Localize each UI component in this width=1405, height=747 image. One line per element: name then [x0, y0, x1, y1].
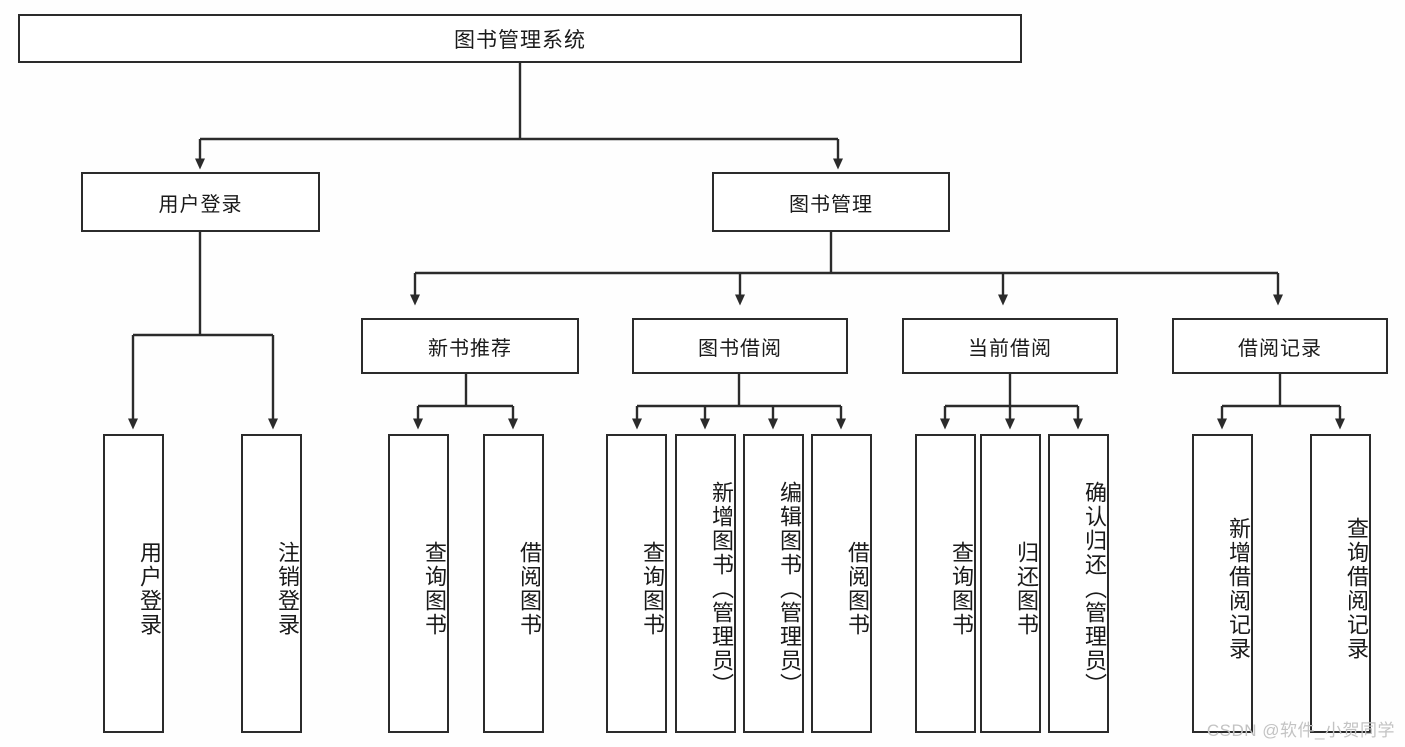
watermark: CSDN @软件_小贺同学 — [1206, 721, 1395, 740]
leaf-label: 注销登录 — [275, 540, 300, 637]
leaf-query-book-recommend[interactable]: 查询图书 — [388, 434, 449, 733]
leaf-user-login[interactable]: 用户登录 — [103, 434, 164, 733]
leaf-label: 借阅图书 — [845, 540, 870, 637]
leaf-label: 查询借阅记录 — [1344, 516, 1369, 661]
leaf-label: 新增图书（管理员） — [709, 480, 734, 697]
leaf-query-book-borrow[interactable]: 查询图书 — [606, 434, 667, 733]
node-book-borrow[interactable]: 图书借阅 — [632, 318, 848, 374]
leaf-label: 确认归还（管理员） — [1082, 480, 1107, 697]
leaf-add-borrow-record[interactable]: 新增借阅记录 — [1192, 434, 1253, 733]
leaf-return-book[interactable]: 归还图书 — [980, 434, 1041, 733]
node-current-borrow[interactable]: 当前借阅 — [902, 318, 1118, 374]
leaf-confirm-return-admin[interactable]: 确认归还（管理员） — [1048, 434, 1109, 733]
leaf-label: 查询图书 — [422, 540, 447, 637]
leaf-query-borrow-record[interactable]: 查询借阅记录 — [1310, 434, 1371, 733]
leaf-label: 查询图书 — [640, 540, 665, 637]
leaf-label: 归还图书 — [1014, 540, 1039, 637]
node-root[interactable]: 图书管理系统 — [18, 14, 1022, 63]
leaf-logout[interactable]: 注销登录 — [241, 434, 302, 733]
leaf-label: 借阅图书 — [517, 540, 542, 637]
leaf-label: 编辑图书（管理员） — [777, 480, 802, 697]
leaf-borrow-book-recommend[interactable]: 借阅图书 — [483, 434, 544, 733]
node-book-management[interactable]: 图书管理 — [712, 172, 950, 232]
leaf-label: 用户登录 — [137, 540, 162, 637]
leaf-query-book-current[interactable]: 查询图书 — [915, 434, 976, 733]
leaf-borrow-book[interactable]: 借阅图书 — [811, 434, 872, 733]
leaf-label: 查询图书 — [949, 540, 974, 637]
leaf-label: 新增借阅记录 — [1226, 516, 1251, 661]
leaf-edit-book-admin[interactable]: 编辑图书（管理员） — [743, 434, 804, 733]
node-borrow-record[interactable]: 借阅记录 — [1172, 318, 1388, 374]
node-new-book-recommend[interactable]: 新书推荐 — [361, 318, 579, 374]
node-user-login[interactable]: 用户登录 — [81, 172, 320, 232]
leaf-add-book-admin[interactable]: 新增图书（管理员） — [675, 434, 736, 733]
